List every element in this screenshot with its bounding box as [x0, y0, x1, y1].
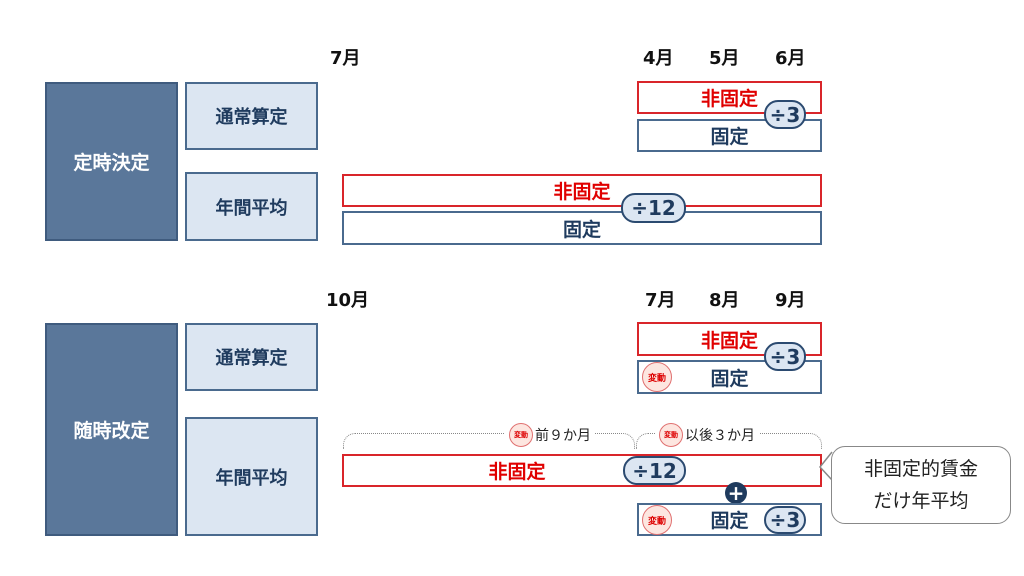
- teiji-div3: ÷3: [764, 100, 806, 129]
- teiji-normal-nonfixed: 非固定: [637, 81, 822, 114]
- zuiji-annual: 年間平均: [185, 417, 318, 536]
- teiji-annual: 年間平均: [185, 172, 318, 241]
- month-4: 4月: [643, 48, 674, 69]
- month-9: 9月: [775, 290, 806, 311]
- month-8: 8月: [709, 290, 740, 311]
- teiji-div12: ÷12: [621, 193, 686, 223]
- teiji-title: 定時決定: [45, 82, 178, 241]
- plus-icon: +: [725, 482, 747, 504]
- zuiji-div3: ÷3: [764, 342, 806, 371]
- label-before: 変動 前９か月: [505, 423, 595, 447]
- teiji-annual-nonfixed: 非固定: [342, 174, 822, 207]
- zuiji-annual-div3: ÷3: [764, 506, 806, 534]
- change-badge: 変動: [642, 362, 672, 392]
- change-badge: 変動: [509, 423, 533, 447]
- bracket-before: [343, 433, 635, 449]
- zuiji-normal: 通常算定: [185, 323, 318, 391]
- month-7: 7月: [330, 48, 361, 69]
- teiji-normal-fixed: 固定: [637, 119, 822, 152]
- before-text: 前９か月: [535, 428, 591, 444]
- zuiji-title: 随時改定: [45, 323, 178, 536]
- month-5: 5月: [709, 48, 740, 69]
- callout-line-2: だけ年平均: [873, 490, 969, 512]
- after-text: 以後３か月: [685, 428, 755, 444]
- change-badge: 変動: [659, 423, 683, 447]
- change-badge: 変動: [642, 505, 672, 535]
- month-6: 6月: [775, 48, 806, 69]
- teiji-normal: 通常算定: [185, 82, 318, 150]
- callout: 非固定的賃金 だけ年平均: [831, 446, 1011, 524]
- zuiji-div12: ÷12: [623, 456, 686, 485]
- month-10: 10月: [326, 290, 370, 311]
- teiji-annual-fixed: 固定: [342, 211, 822, 245]
- zuiji-annual-nonfixed: 非固定: [342, 454, 822, 487]
- month-7b: 7月: [645, 290, 676, 311]
- callout-pointer: [819, 451, 833, 481]
- label-after: 変動 以後３か月: [655, 423, 759, 447]
- callout-line-1: 非固定的賃金: [863, 458, 978, 480]
